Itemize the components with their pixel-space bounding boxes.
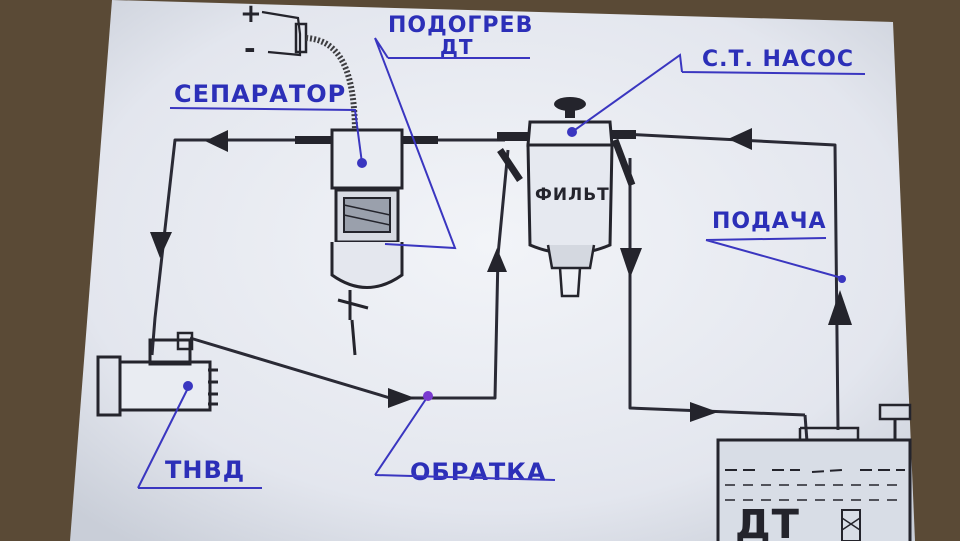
separator-label: СЕПАРАТОР: [174, 80, 346, 108]
fuel-tank: ДТ: [716, 403, 912, 541]
pump-label: С.Т. НАСОС: [702, 47, 854, 72]
arrow-supply-top: [728, 128, 752, 150]
arrow-filter-up: [487, 248, 507, 272]
filter-pump-unit: ФИЛЬТ: [497, 97, 636, 298]
arrow-left-down: [150, 232, 172, 258]
arrow-obratka-right: [388, 388, 415, 408]
separator-unit: [330, 128, 404, 356]
heater-cable: [305, 35, 358, 136]
supply-label: ПОДАЧА: [712, 209, 827, 234]
callouts: ПОДОГРЕВ ДТ С.Т. НАСОС СЕПАРАТОР ПОДАЧА …: [137, 13, 866, 489]
arrow-top-left: [205, 130, 228, 152]
battery-minus-label: -: [244, 32, 257, 65]
battery-terminals: + -: [240, 0, 358, 136]
arrow-supply-up: [828, 290, 852, 325]
return-line-label: ОБРАТКА: [410, 458, 546, 486]
injection-pump-unit: [96, 331, 218, 417]
filter-label: ФИЛЬТ: [535, 185, 610, 205]
battery-plus-label: +: [240, 0, 263, 29]
heater-sub-label: ДТ: [440, 35, 473, 59]
tank-label: ДТ: [735, 502, 800, 541]
heater-label: ПОДОГРЕВ: [388, 13, 533, 38]
arrow-return-right: [690, 402, 718, 422]
arrow-filter-down: [620, 248, 642, 278]
injection-pump-label: ТНВД: [165, 456, 245, 484]
fuel-lines: [150, 131, 840, 456]
